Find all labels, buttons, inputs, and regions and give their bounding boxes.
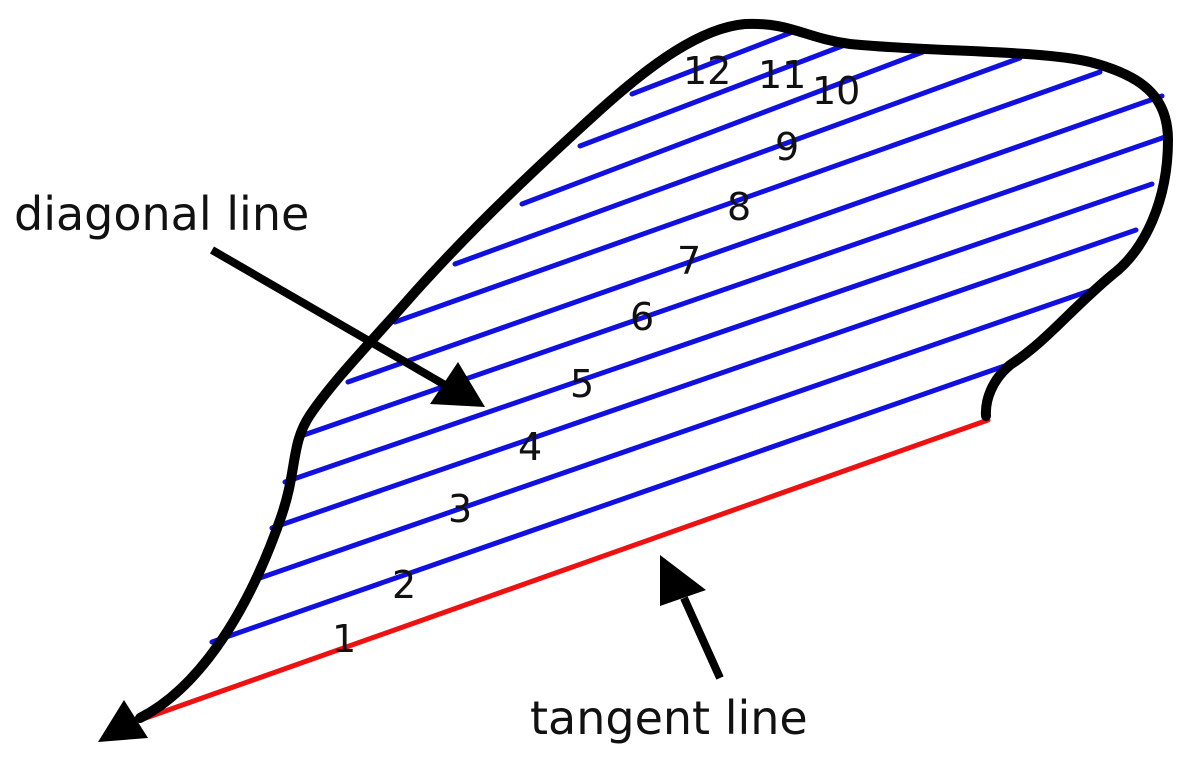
diagonal-segments xyxy=(209,30,1168,645)
segment-number-8: 8 xyxy=(727,185,751,229)
tangent-line-arrow-shaft xyxy=(680,596,724,680)
diagonal-segment-1 xyxy=(209,359,1019,645)
diagonal-line-arrowhead xyxy=(430,362,485,407)
tangent-line-arrowhead xyxy=(660,555,706,606)
segment-numbers: 1 2 3 4 5 6 7 8 9 10 11 12 xyxy=(332,49,860,661)
segment-number-7: 7 xyxy=(677,239,701,283)
segment-number-3: 3 xyxy=(448,487,472,531)
tangent-line-label: tangent line xyxy=(530,691,808,745)
segment-number-10: 10 xyxy=(812,69,860,113)
tangent-line-arrow xyxy=(660,555,724,680)
tangent-start-arrowhead xyxy=(98,700,148,742)
diagonal-line-label: diagonal line xyxy=(14,187,309,241)
segment-number-4: 4 xyxy=(518,425,542,469)
tangent-line xyxy=(137,417,991,723)
diagonal-segment-5 xyxy=(295,134,1168,440)
diagonal-segment-3 xyxy=(269,227,1139,531)
segment-number-12: 12 xyxy=(683,49,731,93)
shape-outline xyxy=(135,18,1173,723)
diagonal-segment-4 xyxy=(282,181,1155,485)
diagonal-line-arrow-shaft xyxy=(209,246,448,389)
diagonal-segment-2 xyxy=(251,287,1095,583)
segment-number-11: 11 xyxy=(758,53,806,97)
segment-number-9: 9 xyxy=(775,125,799,169)
segment-number-1: 1 xyxy=(332,617,356,661)
diagonal-segment-11 xyxy=(629,30,793,97)
diagonal-segment-9 xyxy=(519,47,931,207)
segment-number-5: 5 xyxy=(570,362,594,406)
diagonal-segment-10 xyxy=(577,40,853,149)
segment-number-2: 2 xyxy=(392,563,416,607)
segment-number-6: 6 xyxy=(630,295,654,339)
diagonal-segment-6 xyxy=(345,93,1165,385)
diagonal-segment-7 xyxy=(392,69,1103,325)
diagonal-segment-8 xyxy=(452,55,1023,267)
diagonal-line-arrow xyxy=(209,246,485,407)
